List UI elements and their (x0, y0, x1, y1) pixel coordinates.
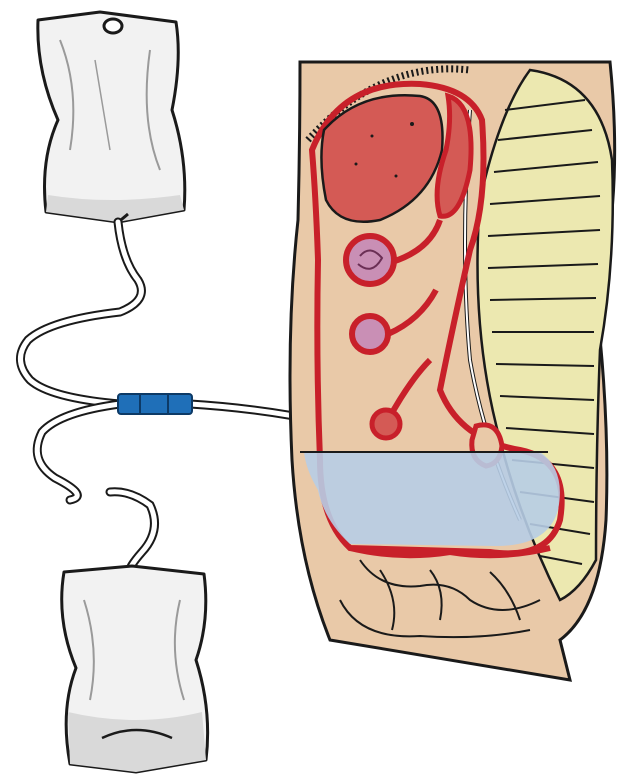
inflow-tubing (20, 222, 141, 404)
inflow-bag (38, 12, 185, 224)
intestine-loop-2 (352, 316, 388, 352)
inflow-bag-hanger-hole (104, 19, 122, 33)
intestine-loop-1 (346, 236, 394, 284)
dialysate-fluid (304, 452, 560, 546)
colon-section (372, 410, 400, 438)
drain-bag-fluid (68, 712, 206, 772)
outflow-tubing (37, 404, 154, 572)
catheter-connector (118, 394, 192, 414)
inflow-bag-body (38, 12, 185, 222)
drain-bag (62, 566, 208, 772)
torso-section (290, 62, 615, 680)
